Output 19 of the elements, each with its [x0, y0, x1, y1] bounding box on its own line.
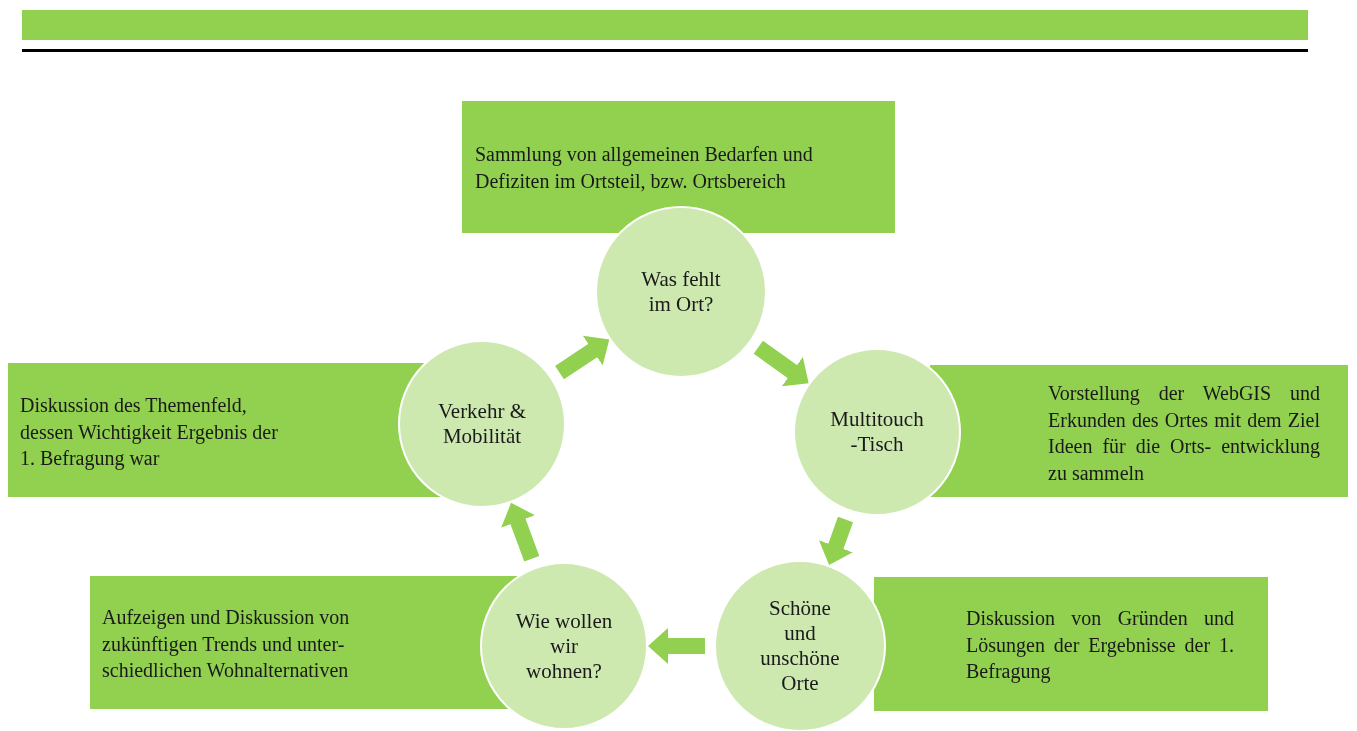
circle-label: Verkehr & Mobilität: [436, 399, 528, 449]
circle-label: Was fehlt im Ort?: [640, 267, 722, 317]
description-text: Diskussion des Themenfeld, dessen Wichtigkeit Ergebnis der 1. Befragung war: [20, 393, 279, 472]
block-arrow: [753, 340, 809, 387]
description-box: [874, 577, 1268, 711]
description-box: [462, 101, 895, 233]
description-text: Aufzeigen und Diskussion von zukünftigen Trends und unter- schiedlichen Wohnalternativen: [102, 605, 351, 683]
block-arrow: [555, 335, 610, 380]
block-arrow: [501, 502, 540, 562]
circle-label: Multitouch -Tisch: [829, 407, 925, 457]
description-box: [930, 365, 1348, 497]
block-arrow: [648, 628, 705, 664]
circle-label: Schöne und unschöne Orte: [759, 596, 841, 696]
block-arrow: [818, 516, 854, 566]
description-box: [8, 363, 440, 497]
description-text: Vorstellung der WebGIS und Erkunden des Ortes mit dem Ziel Ideen für die Orts- entwicklung zu sammeln: [1048, 381, 1320, 486]
description-text: Sammlung von allgemeinen Bedarfen und Defiziten im Ortsteil, bzw. Ortsbereich: [475, 142, 814, 194]
description-text: Diskussion von Gründen und Lösungen der Ergebnisse der 1. Befragung: [966, 606, 1234, 685]
circle-label: Wie wollen wir wohnen?: [514, 608, 614, 684]
